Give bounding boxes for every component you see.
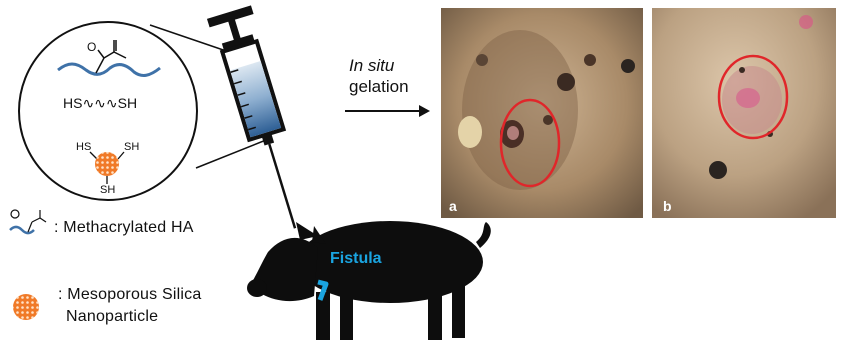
gelation-arrow: [345, 105, 430, 117]
thiol-sh-right-label: SH: [124, 141, 139, 153]
legend-mesoporous-silica: : Mesoporous Silica: [58, 286, 201, 304]
legend-methacrylated-ha: : Methacrylated HA: [54, 219, 194, 237]
arrow-label-gelation: gelation: [349, 77, 409, 97]
photo-b-label: b: [663, 198, 672, 214]
zoom-connector-bottom: [196, 140, 266, 168]
syringe: [207, 5, 317, 235]
pig-silhouette: [247, 221, 491, 340]
syringe-needle: [269, 144, 295, 228]
photo-a: [441, 8, 643, 218]
fistula-label: Fistula: [330, 250, 382, 268]
legend-nanoparticle: Nanoparticle: [66, 308, 158, 326]
legend-nanoparticle-icon: [13, 294, 39, 320]
photo-a-label: a: [449, 198, 457, 214]
thiol-hs-left-label: HS: [76, 141, 91, 153]
legend-polymer-icon: [10, 210, 46, 233]
svg-text:O: O: [87, 40, 96, 54]
arrow-label-in-situ: In situ: [349, 56, 394, 76]
thiol-linker-label: HS∿∿∿SH: [63, 95, 137, 112]
thiol-sh-bottom-label: SH: [100, 184, 115, 196]
photo-b: [652, 8, 836, 218]
